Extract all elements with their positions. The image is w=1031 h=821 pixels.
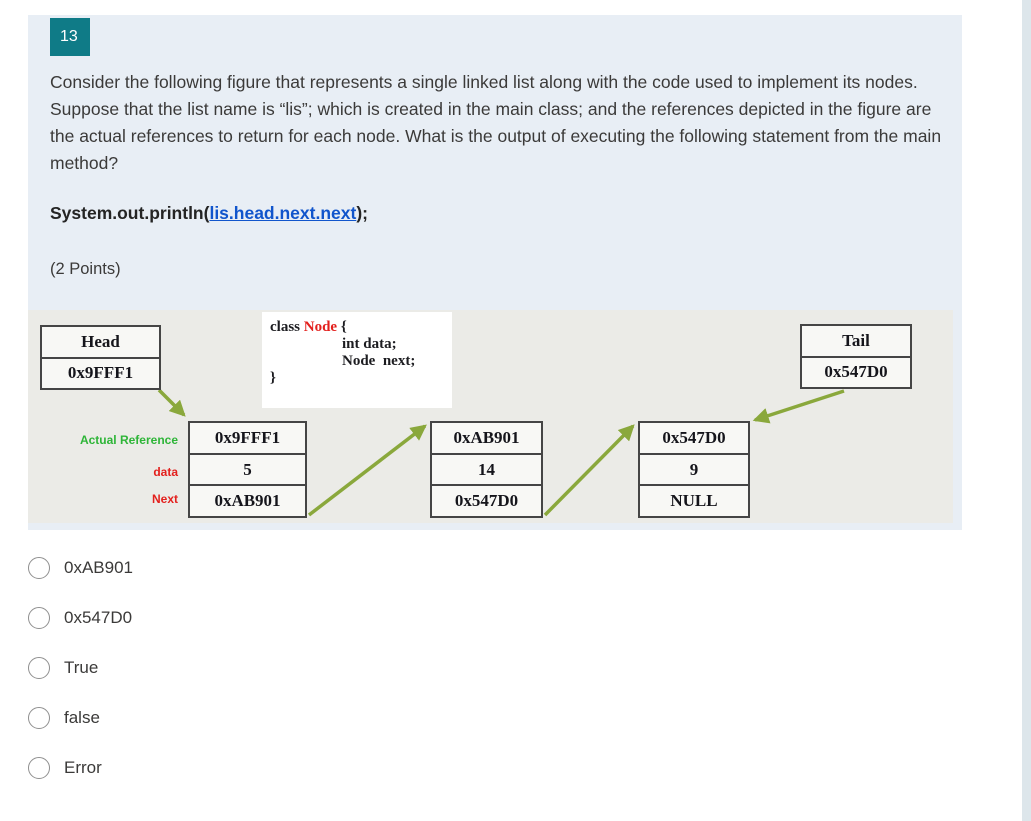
code-open-brace: { — [337, 319, 347, 335]
arrow-node1-to-node2 — [307, 424, 427, 517]
question-card: 13 Consider the following figure that re… — [28, 15, 962, 530]
code-line-1: class Node { — [270, 319, 452, 336]
option-0x547D0[interactable]: 0x547D0 — [28, 593, 133, 643]
node-box-3: 0x547D0 9 NULL — [638, 421, 750, 518]
answer-options: 0xAB901 0x547D0 True false Error — [28, 543, 133, 793]
node-1-reference: 0x9FFF1 — [190, 423, 305, 455]
option-true[interactable]: True — [28, 643, 133, 693]
row-label-next: Next — [151, 492, 178, 506]
option-label[interactable]: false — [64, 708, 100, 727]
node-3-next: NULL — [670, 491, 718, 511]
node-2-reference: 0xAB901 — [432, 423, 541, 455]
option-label[interactable]: Error — [64, 758, 102, 777]
option-label[interactable]: 0x547D0 — [64, 608, 133, 627]
node-1-data: 5 — [190, 455, 305, 487]
linked-list-figure: Head 0x9FFF1 class Node { int data; Node… — [28, 310, 953, 523]
question-text: Consider the following figure that repre… — [50, 72, 942, 173]
statement-prefix: System.out.println( — [50, 203, 210, 223]
radio-button[interactable] — [28, 557, 50, 579]
points-label: (2 Points) — [50, 260, 121, 278]
arrow-head-to-node1 — [157, 388, 186, 417]
head-box-value: 0x9FFF1 — [67, 363, 134, 383]
node-box-2: 0xAB901 14 0x547D0 — [430, 421, 543, 518]
code-statement: System.out.println(lis.head.next.next); — [50, 203, 368, 224]
node-2-data: 14 — [432, 455, 541, 487]
statement-suffix: ); — [356, 203, 368, 223]
code-class-name: Node — [303, 319, 338, 335]
tail-box-title: Tail — [802, 326, 910, 358]
code-line-4: } — [270, 370, 276, 386]
node-3-reference: 0x547D0 — [640, 423, 748, 455]
code-line-3: Node next; — [342, 353, 416, 369]
radio-button[interactable] — [28, 657, 50, 679]
node-3-data: 9 — [640, 455, 748, 487]
option-label[interactable]: True — [64, 658, 99, 677]
question-number-badge: 13 — [50, 18, 90, 56]
radio-button[interactable] — [28, 757, 50, 779]
option-label[interactable]: 0xAB901 — [64, 558, 133, 577]
tail-box: Tail 0x547D0 — [800, 324, 912, 389]
option-0xAB901[interactable]: 0xAB901 — [28, 543, 133, 593]
code-class-keyword: class — [270, 319, 304, 335]
row-label-data: data — [153, 465, 178, 479]
head-box: Head 0x9FFF1 — [40, 325, 161, 390]
option-error[interactable]: Error — [28, 743, 133, 793]
arrow-lines — [157, 388, 845, 517]
node-1-next: 0xAB901 — [214, 491, 281, 511]
node-class-code: class Node { int data; Node next; } — [262, 312, 452, 408]
radio-button[interactable] — [28, 707, 50, 729]
node-2-next: 0x547D0 — [454, 491, 519, 511]
code-line-2: int data; — [342, 336, 397, 352]
node-box-1: 0x9FFF1 5 0xAB901 — [188, 421, 307, 518]
radio-button[interactable] — [28, 607, 50, 629]
option-false[interactable]: false — [28, 693, 133, 743]
tail-box-value: 0x547D0 — [824, 362, 888, 382]
scrollbar-track[interactable] — [1022, 0, 1031, 821]
arrow-node2-to-node3 — [543, 424, 635, 517]
row-label-actual-reference: Actual Reference — [79, 433, 178, 447]
head-box-title: Head — [42, 327, 159, 359]
statement-link[interactable]: lis.head.next.next — [209, 203, 357, 223]
arrow-tail-to-node3 — [752, 389, 845, 424]
